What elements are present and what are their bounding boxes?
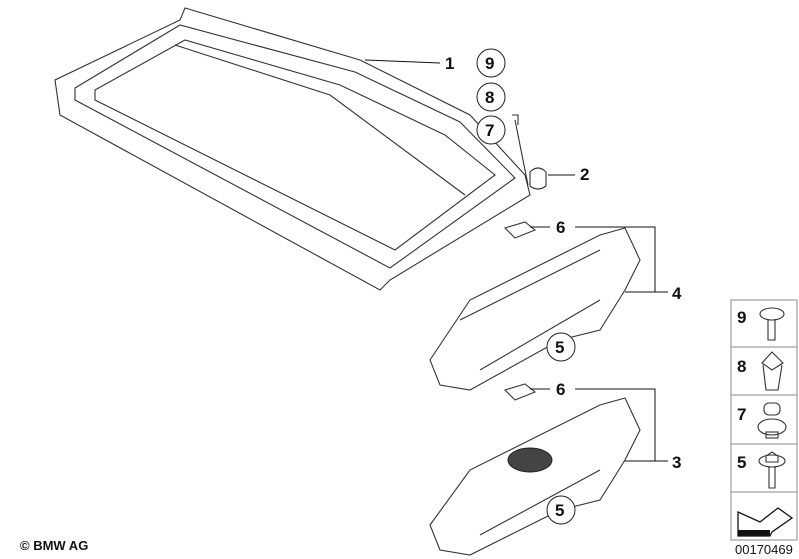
- hex-screw-icon: [758, 451, 786, 489]
- clip-parts: [503, 221, 537, 401]
- callout-4: 4: [672, 284, 682, 303]
- callout-5a: 5: [555, 338, 564, 357]
- legend-number-9: 9: [737, 308, 746, 327]
- diagram-number: 00170469: [735, 542, 793, 557]
- callout-8: 8: [485, 88, 494, 107]
- strap-part: [512, 114, 529, 186]
- copyright-text: © BMW AG: [20, 538, 89, 553]
- callout-9: 9: [485, 54, 494, 73]
- legend-number-8: 8: [737, 357, 746, 376]
- clip-nut-icon: [761, 351, 784, 391]
- callout-7: 7: [485, 121, 494, 140]
- callout-6a: 6: [556, 218, 565, 237]
- grommet-part: [529, 167, 547, 190]
- callout-1: 1: [445, 54, 454, 73]
- legend-number-7: 7: [737, 405, 746, 424]
- side-trim-4-part: [429, 227, 641, 391]
- grommet-icon: [757, 402, 787, 439]
- parcel-shelf-part: [54, 7, 531, 291]
- callout-5b: 5: [555, 501, 564, 520]
- callout-3: 3: [672, 453, 681, 472]
- callout-6b: 6: [556, 380, 565, 399]
- screw-icon: [759, 307, 785, 341]
- speaker-grille-icon: [507, 447, 553, 473]
- side-trim-3-part: [429, 397, 641, 556]
- circled-callouts: [476, 48, 576, 525]
- legend-number-5: 5: [737, 453, 746, 472]
- callout-2: 2: [580, 165, 589, 184]
